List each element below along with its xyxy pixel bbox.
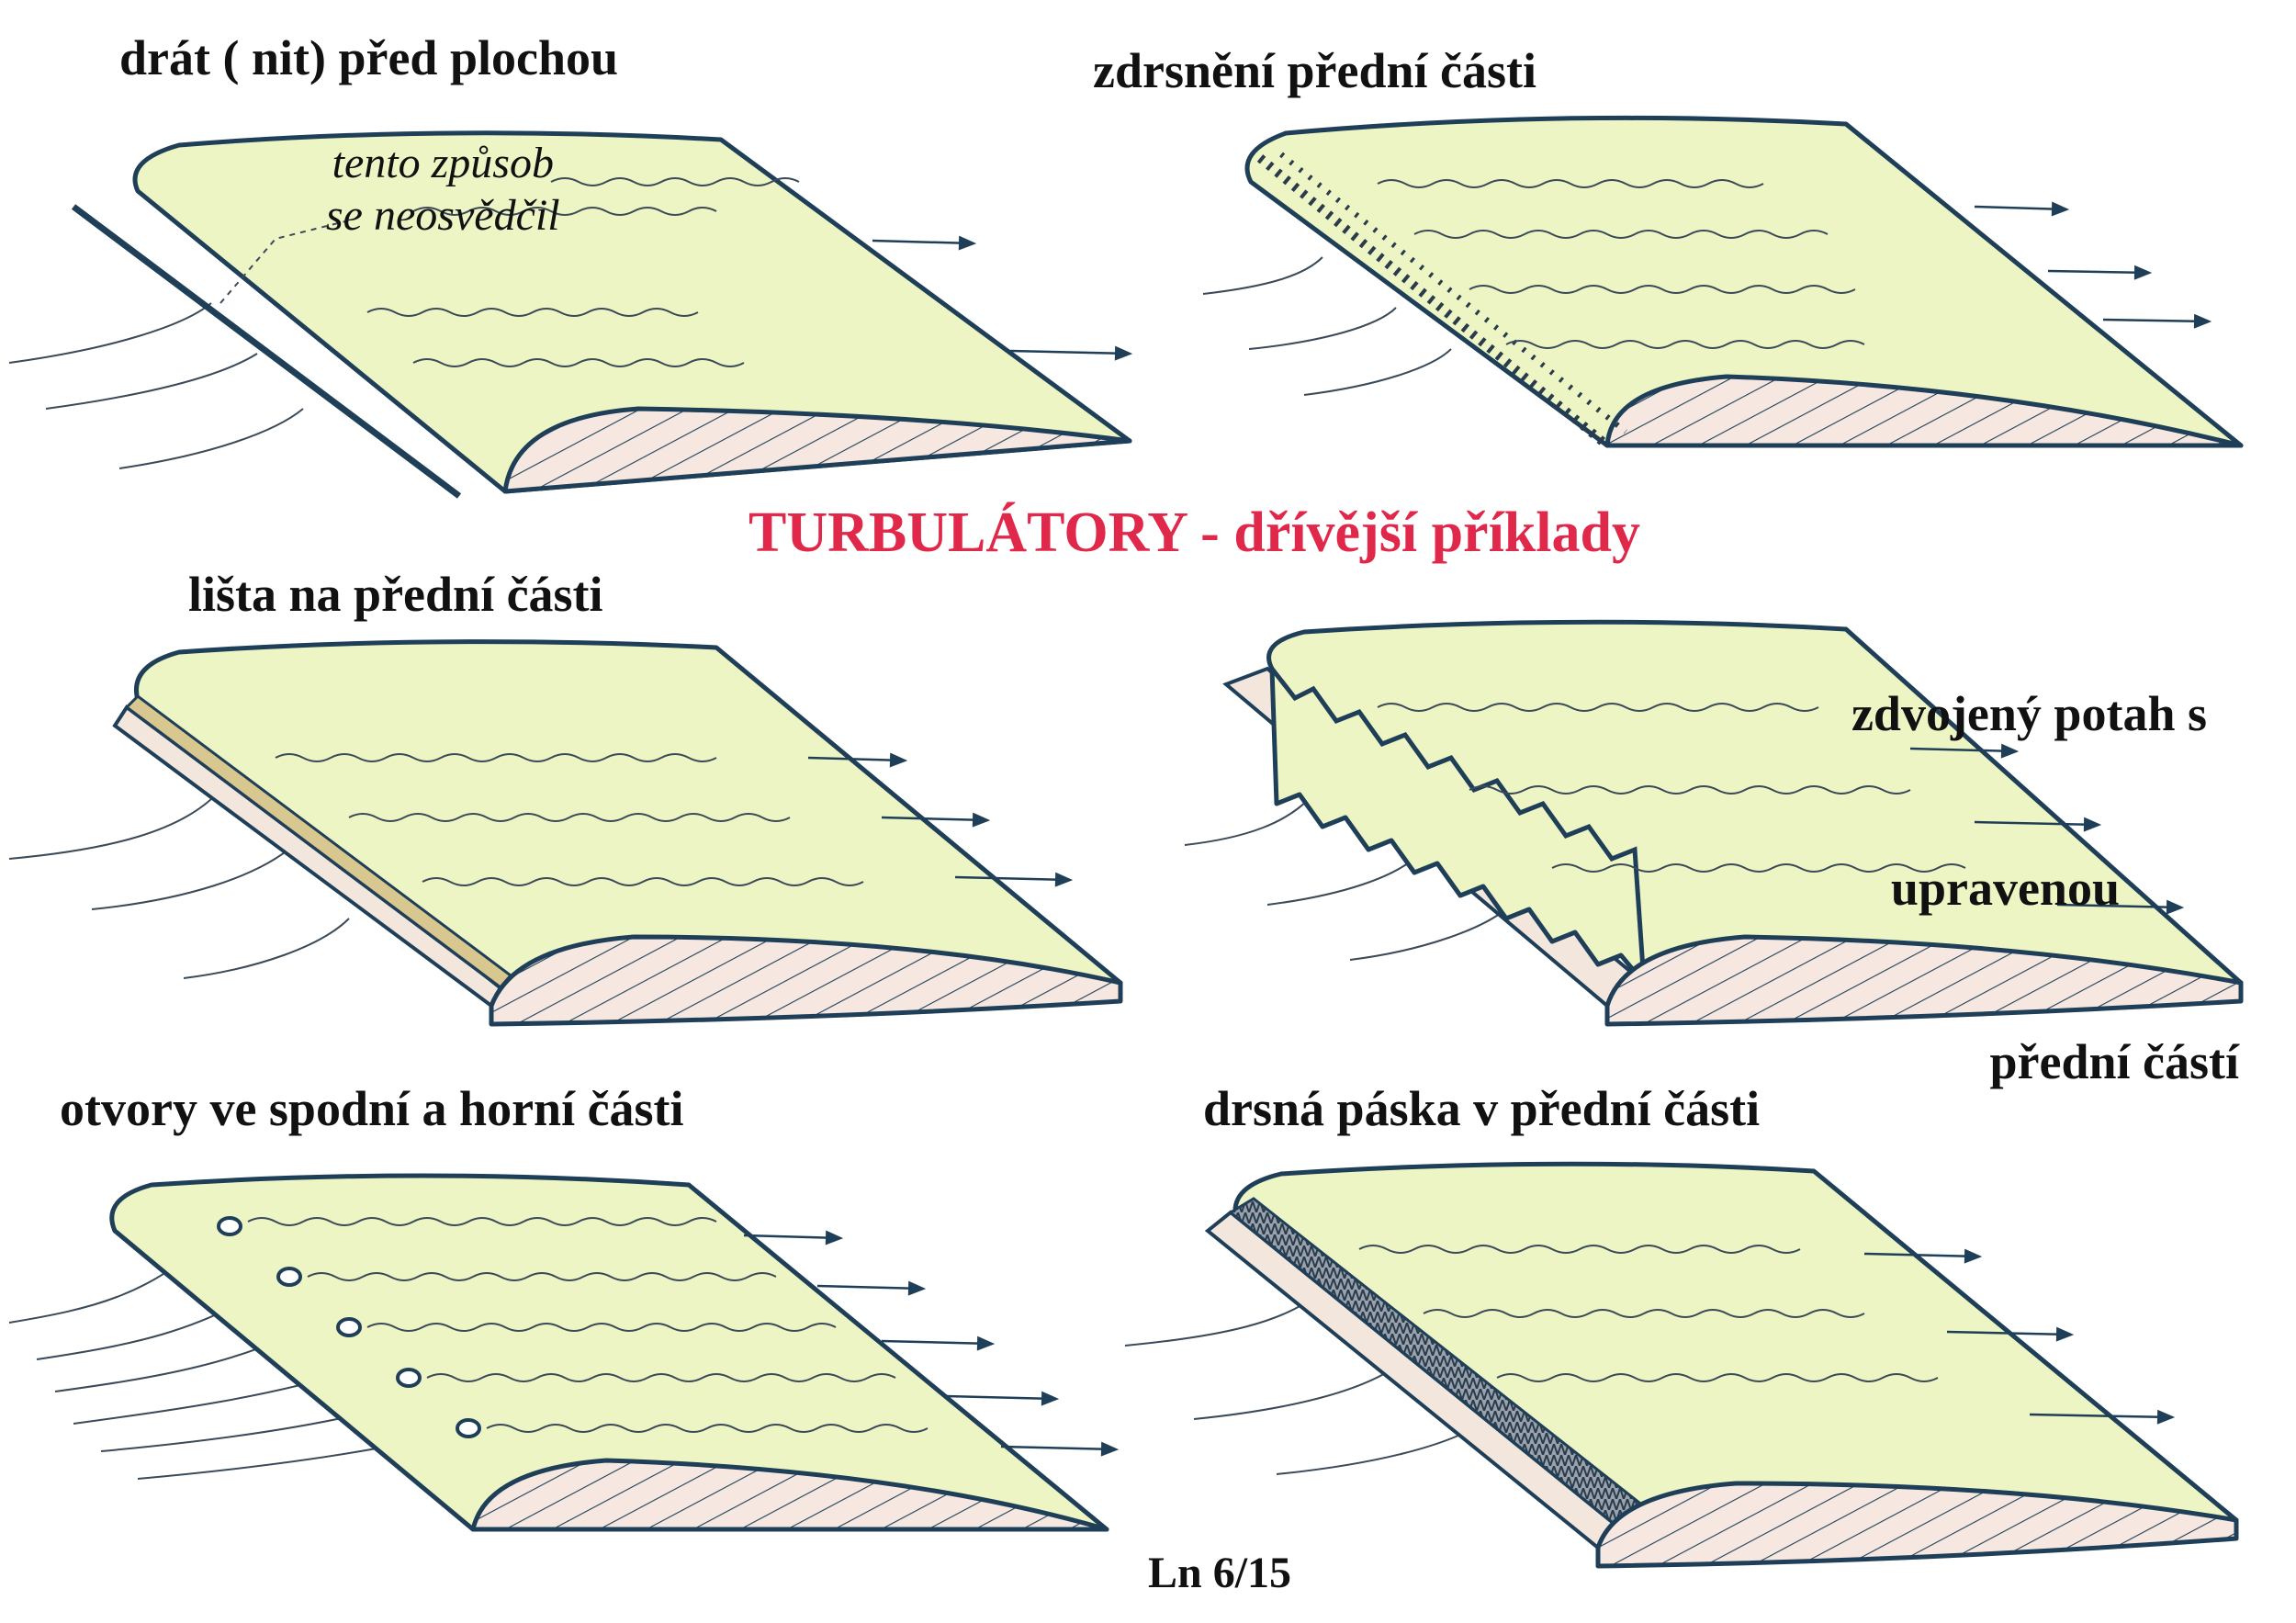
panel-holes (8, 1173, 1120, 1532)
title-line-3: přední částí (1989, 1034, 2239, 1090)
flow-line-in (1193, 1358, 1406, 1420)
flow-line-in (183, 918, 350, 979)
dashed-separation-line (219, 220, 350, 304)
turbulent-flow-line (426, 1373, 896, 1382)
flow-line-in (8, 302, 212, 364)
flow-line-in (91, 844, 295, 910)
flow-line-in (1248, 307, 1397, 350)
turbulent-flow-line (412, 207, 717, 216)
flow-arrow-out (816, 1280, 927, 1296)
flow-arrow-out (2047, 265, 2153, 280)
wing-cross-section (1604, 374, 2244, 448)
turbulent-flow-line (366, 308, 699, 317)
flow-arrow-out (945, 1391, 1060, 1406)
turbulent-flow-line (1413, 230, 1829, 239)
flow-line-in (1349, 904, 1512, 961)
panel-note-wire: tento způsob se neosvědčil (326, 138, 560, 242)
hole-icon (276, 1267, 302, 1287)
wing-upper-surface (132, 130, 1132, 494)
flow-arrow-out (1000, 1441, 1120, 1457)
flow-arrow-out (872, 235, 977, 251)
panel-wire-before-surface (8, 130, 1133, 499)
panel-title-rough: zdrsnění přední části (1093, 43, 1537, 98)
note-line-1: tento způsob (332, 139, 554, 187)
flow-line-in (45, 353, 258, 410)
title-line-1: zdvojený potah s (1851, 686, 2207, 742)
turbulent-flow-line (486, 1424, 929, 1433)
flow-arrow-out (2102, 313, 2212, 329)
flow-line-in (1202, 256, 1323, 295)
panel-rough-tape (1124, 1161, 2239, 1569)
wing-cross-section (502, 406, 1132, 494)
turbulent-flow-line (247, 1217, 717, 1226)
wing-cross-section (489, 934, 1123, 1027)
wing-upper-surface (1244, 115, 2244, 448)
panel-title-holes: otvory ve spodní a horní části (60, 1081, 684, 1136)
flow-arrow-out (1009, 345, 1133, 361)
flow-line-in (118, 408, 304, 469)
turbulent-flow-line (1551, 863, 1966, 873)
rough-band (1279, 152, 1627, 434)
sawtooth-edge (1270, 667, 1647, 984)
turbulent-flow-line (412, 358, 745, 367)
turbulent-flow-line (1358, 1245, 1801, 1254)
flow-arrow-out (881, 812, 991, 828)
panel-title-tape: drsná páska v přední části (1203, 1081, 1761, 1136)
flow-arrow-out (1946, 1326, 2075, 1342)
flow-arrow-out (1974, 817, 2102, 832)
panel-double-skin (1184, 619, 2244, 1027)
flow-arrow-out (2056, 899, 2185, 915)
panel-title-wire: drát ( nit) před plochou (119, 30, 619, 85)
flow-arrow-out (1863, 1248, 1983, 1264)
flow-line-in (1303, 348, 1452, 396)
wire (71, 204, 462, 499)
turbulent-flow-line (1377, 703, 1819, 712)
turbulent-flow-line (422, 877, 864, 886)
rough-band (1256, 154, 1611, 449)
flow-arrow-out (881, 1336, 996, 1351)
flow-line-in (1266, 853, 1420, 906)
flow-line-in (1184, 798, 1310, 846)
title-line-2: upravenou (1890, 860, 2120, 916)
flow-arrow-out (743, 1230, 844, 1245)
turbulent-flow-line (366, 1323, 837, 1332)
flow-line-in (8, 789, 221, 860)
turbulent-flow-line (550, 177, 800, 186)
panel-roughened-leading-edge (1202, 115, 2244, 449)
hole-icon (396, 1368, 422, 1388)
hole-icon (336, 1317, 362, 1337)
flow-arrow-out (2029, 1409, 2176, 1425)
hole-icon (456, 1418, 481, 1438)
hole-icon (217, 1216, 242, 1236)
panel-strip-leading-edge (8, 639, 1123, 1027)
turbulent-flow-line (1469, 785, 1911, 795)
turbulent-flow-line (348, 813, 791, 822)
turbulent-flow-line (1469, 285, 1856, 294)
flow-arrow-out (1909, 743, 2020, 759)
turbulent-flow-line (307, 1272, 777, 1281)
flow-arrow-out (1974, 201, 2070, 217)
note-line-2: se neosvědčil (326, 190, 560, 240)
wing-upper-surface (134, 639, 1123, 990)
flow-arrow-out (954, 872, 1074, 887)
turbulent-flow-line (1423, 1309, 1865, 1318)
panel-title-strip: lišta na přední části (188, 567, 603, 622)
flow-arrow-out (807, 752, 908, 768)
turbulent-flow-line (275, 753, 717, 762)
wing-upper-surface (1232, 1161, 2239, 1532)
turbulent-flow-line (1505, 340, 1865, 349)
turbulent-flow-line (1496, 1373, 1939, 1382)
wing-cross-section (470, 1458, 1109, 1532)
wing-cross-section (1595, 1481, 2239, 1569)
wing-upper-surface (109, 1173, 1109, 1532)
wing-cross-section (1604, 934, 2244, 1027)
panel-title-double: zdvojený potah s upravenou přední částí (1851, 569, 2239, 1150)
wing-upper-surface (1266, 619, 2244, 986)
main-title: TURBULÁTORY - dřívější příklady (748, 502, 1640, 564)
turbulent-flow-line (1377, 179, 1764, 188)
page-number: Ln 6/15 (1148, 1549, 1292, 1597)
